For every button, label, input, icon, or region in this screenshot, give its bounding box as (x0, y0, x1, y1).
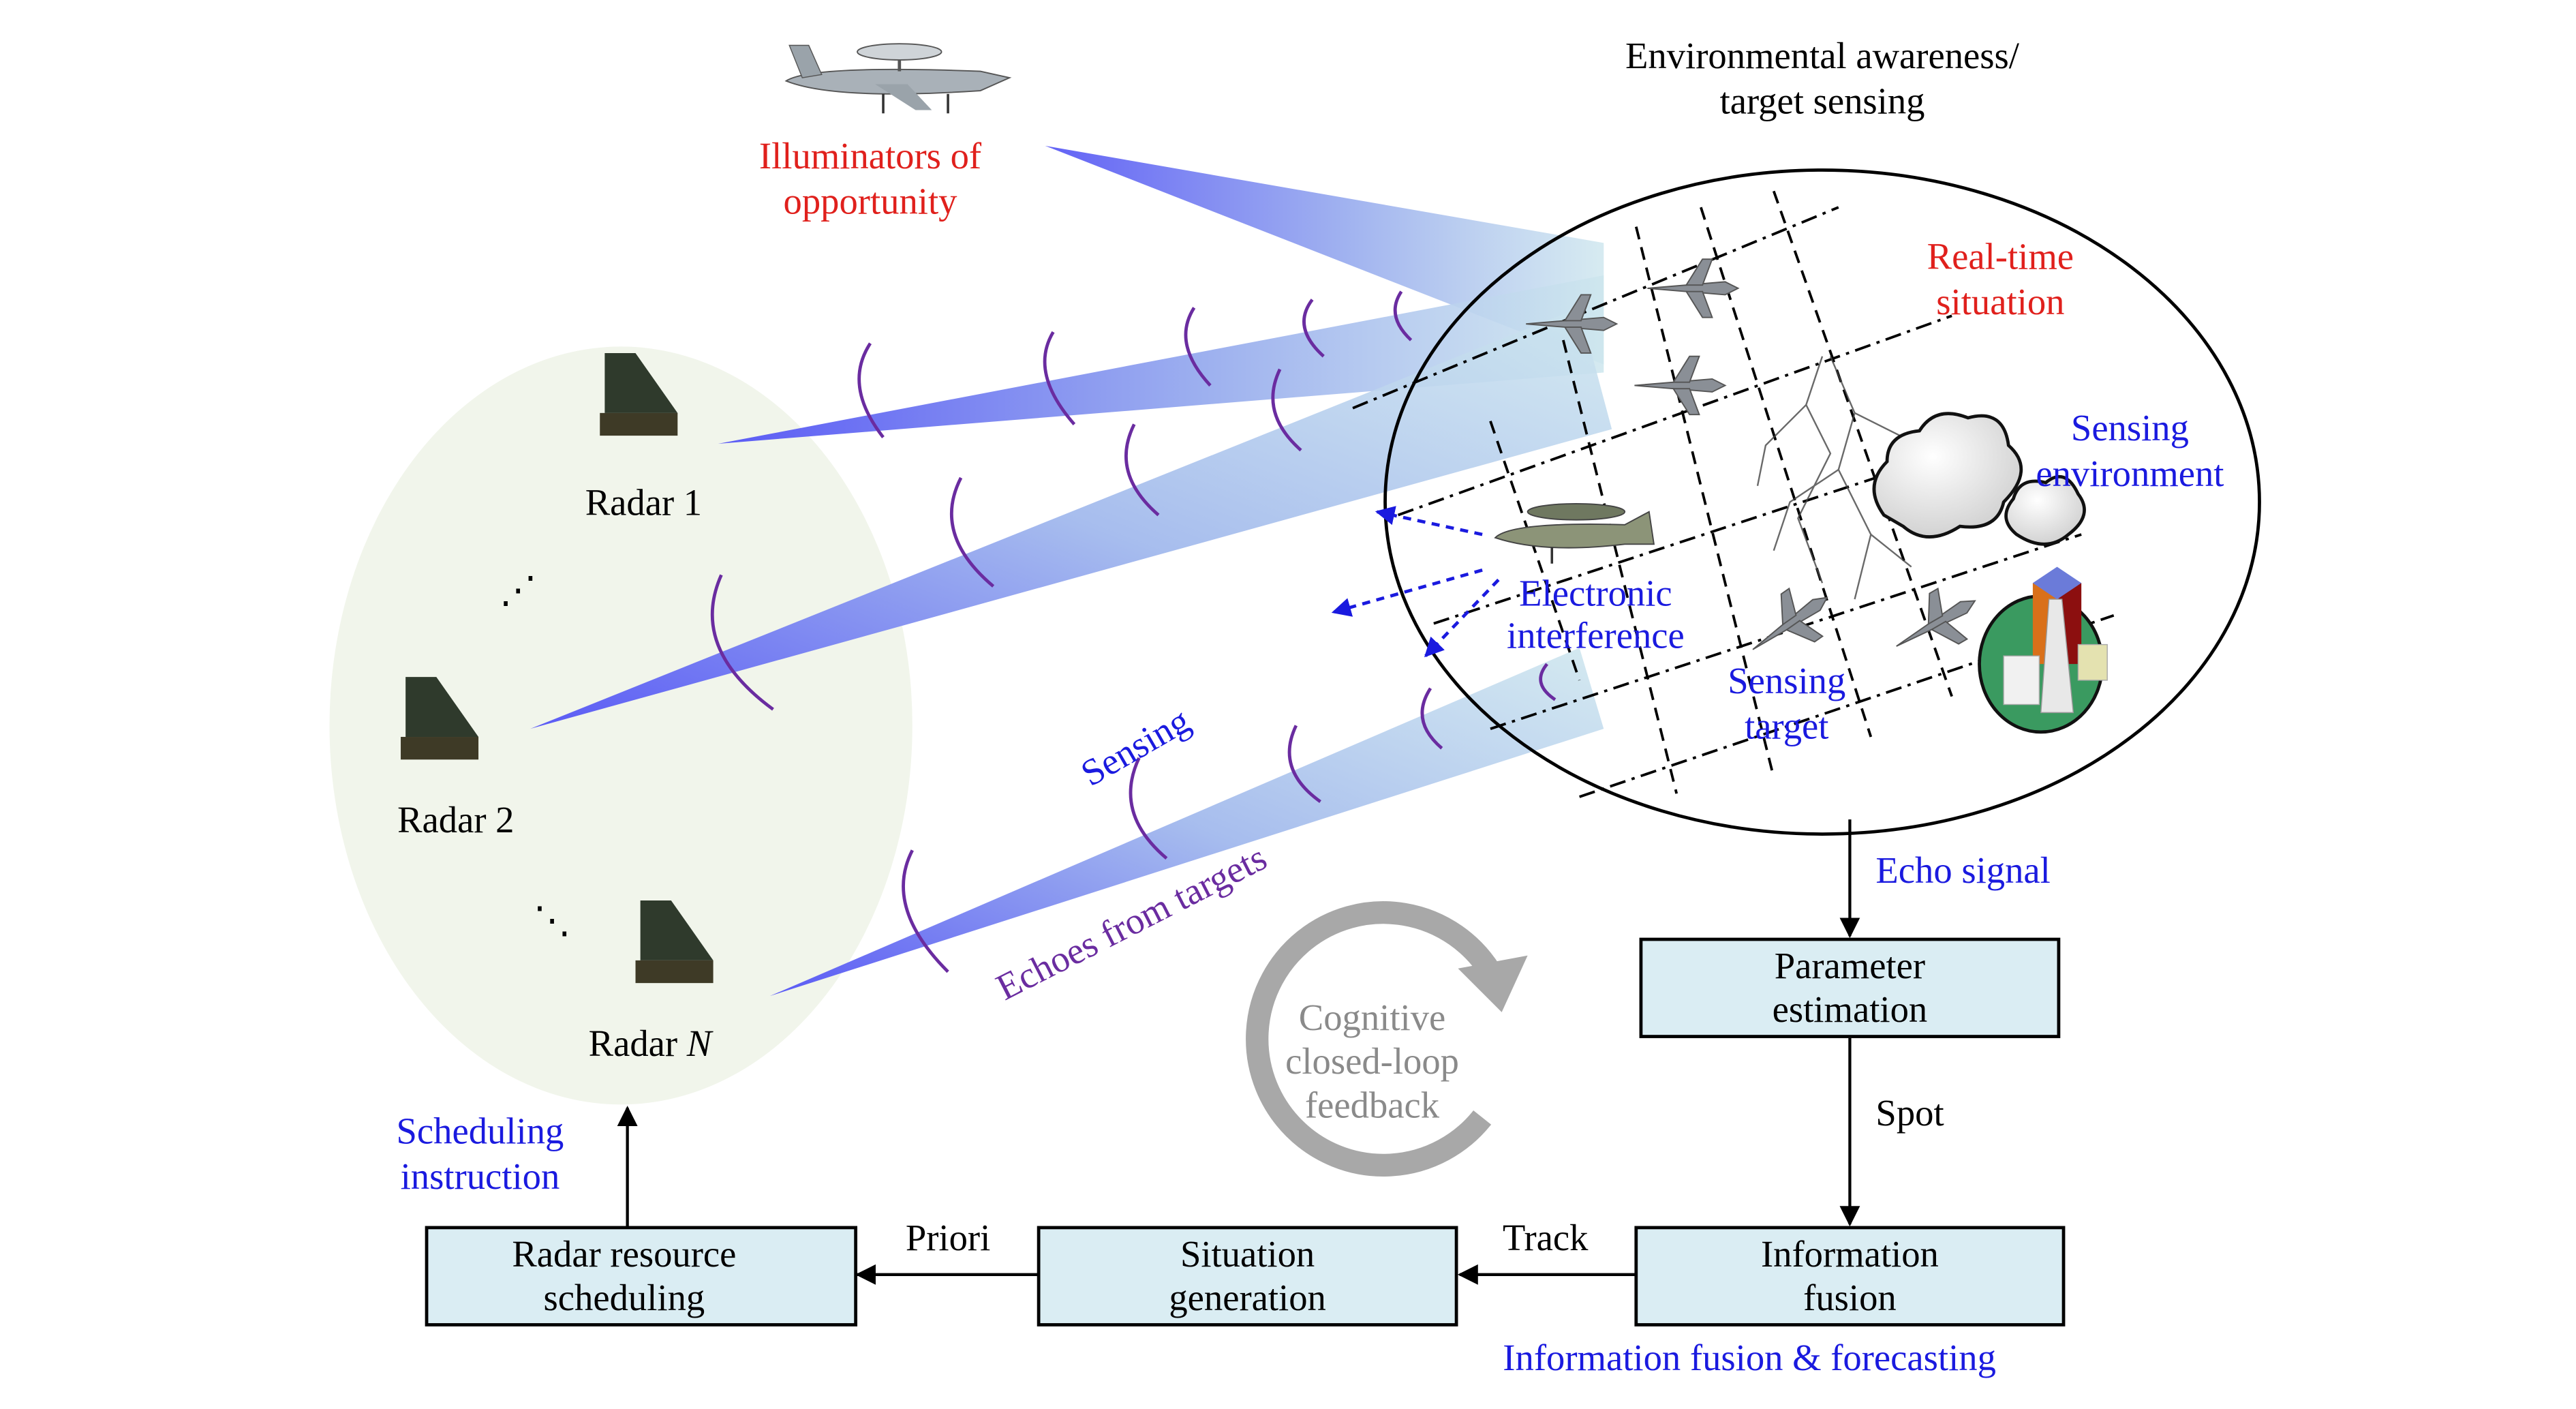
scheduling-instruction-line2: instruction (401, 1155, 560, 1197)
sensing-target-line1: Sensing (1728, 660, 1845, 701)
interference-arrows (1331, 506, 1500, 658)
loop-label-line3: feedback (1305, 1084, 1440, 1125)
ellipsis-lower: ⋱ (534, 899, 571, 941)
loop-label-line2: closed-loop (1285, 1040, 1459, 1082)
scheduling-instruction-line1: Scheduling (397, 1110, 564, 1151)
radarN-beam (769, 648, 1604, 997)
track-label: Track (1503, 1217, 1589, 1258)
scheduling-line1: Radar resource (512, 1233, 736, 1275)
jet-icon (1896, 587, 1976, 647)
interference-label-line2: interference (1507, 614, 1685, 656)
radar-1-label: Radar 1 (585, 482, 702, 524)
sensing-env-line1: Sensing (2071, 407, 2189, 449)
interference-label-line1: Electronic (1519, 573, 1672, 614)
radar-1-icon (600, 352, 678, 436)
radar-n-label: Radar N (589, 1022, 714, 1064)
jet-icon (1634, 355, 1727, 416)
sensing-beam-label: Sensing (1074, 699, 1197, 794)
sensing-target-line2: target (1745, 705, 1828, 746)
radar-network-zone (329, 346, 913, 1105)
wave-arcs (711, 290, 1557, 973)
priori-label: Priori (906, 1217, 990, 1258)
realtime-situation-line1: Real-time (1927, 235, 2074, 277)
radar-resource-scheduling-block: Radar resource scheduling (425, 1226, 858, 1327)
scene-grid (1352, 190, 2115, 798)
jet-icon (1526, 294, 1619, 354)
scene-title-line1: Environmental awareness/ (1625, 35, 2020, 76)
parameter-estimation-block: Parameter estimation (1639, 937, 2061, 1038)
loop-label-line1: Cognitive (1299, 997, 1445, 1038)
illuminator-label-line2: opportunity (784, 181, 958, 222)
fighter-jets (1526, 258, 1976, 650)
situation-line2: generation (1169, 1277, 1326, 1318)
cloud-icon (1872, 412, 2086, 546)
radar2-beam (530, 307, 1612, 729)
city-building-icon (1978, 566, 2108, 734)
jet-icon (1647, 258, 1740, 318)
radar1-beam (718, 275, 1604, 444)
scheduling-line2: scheduling (544, 1277, 705, 1318)
situation-generation-block: Situation generation (1037, 1226, 1458, 1327)
awacs-aircraft-icon (784, 43, 1012, 114)
awacs-jammer-icon (1494, 502, 1655, 564)
jet-icon (1752, 587, 1828, 650)
spot-label: Spot (1875, 1092, 1944, 1134)
fusion-line1: Information (1761, 1233, 1939, 1275)
radar-2-icon (401, 677, 479, 760)
scene-title-line2: target sensing (1720, 80, 1925, 121)
param-line1: Parameter (1775, 945, 1925, 986)
fusion-line2: fusion (1803, 1277, 1897, 1318)
radar-n-icon (635, 900, 714, 984)
illuminator-label-line1: Illuminators of (759, 135, 982, 177)
information-fusion-block: Information fusion (1634, 1226, 2066, 1327)
echo-signal-label: Echo signal (1875, 849, 2050, 891)
ellipsis-upper: ⋰ (500, 569, 537, 611)
fusion-forecasting-caption: Information fusion & forecasting (1503, 1337, 1996, 1378)
sensing-env-line2: environment (2036, 453, 2224, 494)
situation-line1: Situation (1180, 1233, 1315, 1275)
radar-2-label: Radar 2 (397, 799, 514, 840)
param-line2: estimation (1773, 988, 1928, 1030)
feedback-loop-icon (1246, 901, 1528, 1177)
environment-scene (1383, 168, 2261, 836)
realtime-situation-line2: situation (1936, 281, 2064, 322)
